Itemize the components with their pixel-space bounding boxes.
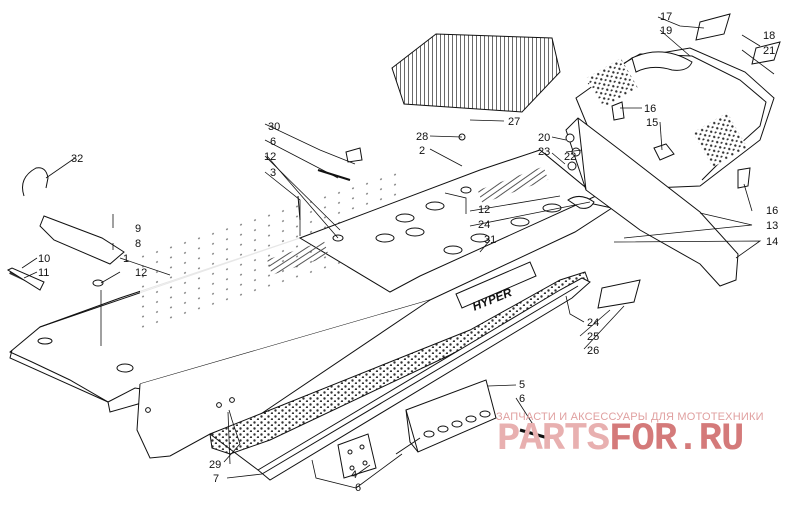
hyper-decal	[455, 261, 537, 309]
seat-pad-mat	[391, 33, 561, 113]
callout-31: 31	[484, 234, 496, 246]
callout-7: 7	[213, 473, 219, 485]
reflector-plate	[337, 433, 377, 479]
callout-1: 1	[123, 253, 129, 265]
callout-18: 18	[763, 30, 775, 42]
callout-15: 15	[646, 117, 658, 129]
callout-17: 17	[660, 11, 672, 23]
leader-lines	[21, 16, 775, 489]
callout-12-top: 12	[264, 151, 276, 163]
rear-bumper-assembly	[565, 47, 775, 287]
callout-6-right: 6	[519, 393, 525, 405]
callout-29: 29	[209, 459, 221, 471]
callout-24-right: 24	[587, 317, 599, 329]
callout-26: 26	[587, 345, 599, 357]
callout-labels: 1 2 3 4 5 6 6 6 7 8 9 10 11 12 12 12 13 …	[38, 11, 778, 494]
callout-12-mid: 12	[478, 204, 490, 216]
callout-8: 8	[135, 238, 141, 250]
snowflap-bracket	[405, 379, 497, 453]
callout-25: 25	[587, 331, 599, 343]
callout-19: 19	[660, 25, 672, 37]
watermark-logo-part2: FOR.RU	[609, 417, 744, 461]
callout-6-bottom: 6	[355, 482, 361, 494]
callout-5: 5	[519, 379, 525, 391]
callout-12-left: 12	[135, 267, 147, 279]
callout-11: 11	[38, 267, 49, 279]
callout-3: 3	[270, 167, 276, 179]
callout-6-top: 6	[270, 136, 276, 148]
watermark-logo: PARTSFOR.RU	[497, 417, 744, 461]
watermark-slogan: ЗАПЧАСТИ И АКСЕССУАРЫ ДЛЯ МОТОТЕХНИКИ	[496, 411, 764, 423]
callout-27: 27	[508, 116, 520, 128]
callout-20: 20	[538, 132, 550, 144]
callout-16-right: 16	[766, 205, 778, 217]
watermark-logo-part1: PARTS	[497, 417, 610, 461]
callout-16-top: 16	[644, 103, 656, 115]
callout-10: 10	[38, 253, 50, 265]
running-board	[209, 271, 591, 481]
callout-4: 4	[351, 469, 357, 481]
callout-13: 13	[766, 220, 778, 232]
callout-14: 14	[766, 236, 778, 248]
callout-24-mid: 24	[478, 219, 490, 231]
callout-23: 23	[538, 146, 550, 158]
callout-22: 22	[564, 151, 576, 163]
callout-28: 28	[416, 131, 428, 143]
callout-9: 9	[135, 223, 141, 235]
callout-32: 32	[71, 153, 83, 165]
callout-21: 21	[763, 45, 775, 57]
callout-30: 30	[268, 121, 280, 133]
callout-2: 2	[419, 145, 425, 157]
